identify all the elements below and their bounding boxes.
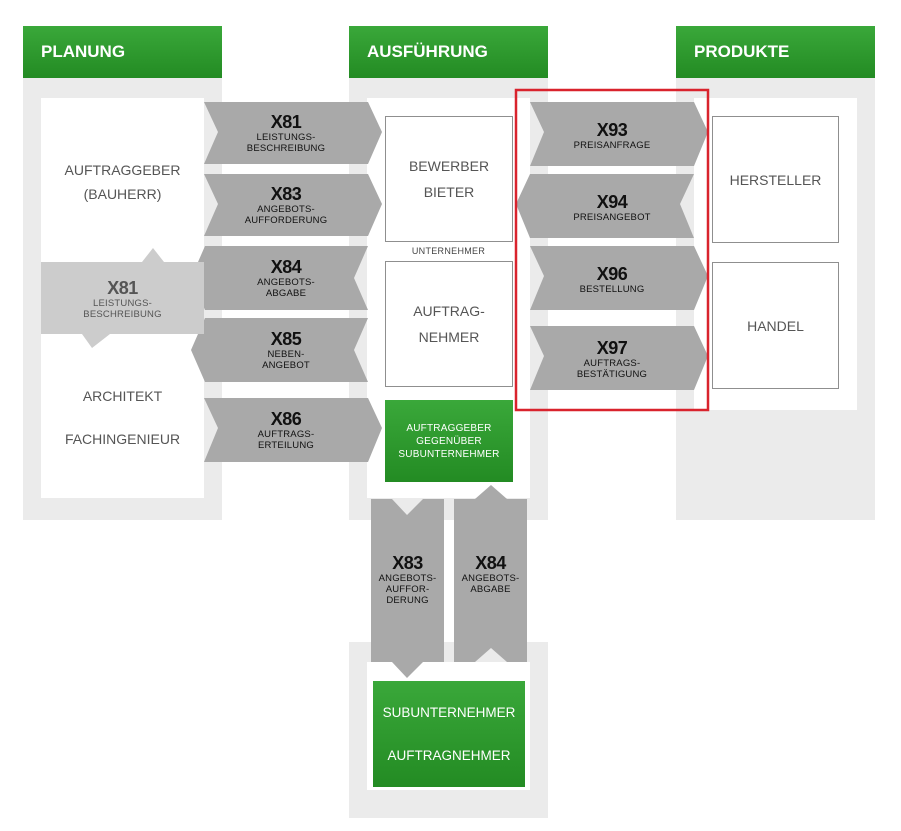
x83-code: X83 — [270, 183, 302, 204]
x84-line1: ANGEBOTS- — [257, 276, 315, 288]
x84v-line1: ANGEBOTS- — [461, 573, 520, 584]
x81-planung-line1: LEISTUNGS- — [92, 297, 152, 309]
x83v-line2: AUFFOR- — [385, 584, 430, 595]
x83v-line3: DERUNG — [386, 595, 429, 606]
highlight-frame — [514, 88, 710, 412]
x93-code: X93 — [596, 120, 628, 140]
x83-line2: AUFFORDERUNG — [244, 214, 328, 226]
x83-arrow-shape — [204, 174, 382, 236]
x93-arrow[interactable]: X93 PREISANFRAGE — [544, 116, 680, 156]
x85-line2: ANGEBOT — [262, 359, 310, 371]
produkte-header: PRODUKTE — [676, 26, 875, 78]
x96-code: X96 — [596, 264, 628, 284]
x96-arrow-shape — [530, 246, 708, 310]
hersteller-label: HERSTELLER — [729, 171, 822, 188]
x81-planung-shape — [41, 248, 204, 348]
x83-line1: ANGEBOTS- — [257, 203, 315, 215]
handel-label: HANDEL — [747, 317, 804, 334]
x81-planung-label: X81 LEISTUNGS- BESCHREIBUNG — [60, 274, 185, 324]
x97-code: X97 — [596, 337, 628, 358]
x85-line1: NEBEN- — [267, 348, 305, 360]
x84v-code: X84 — [475, 553, 506, 573]
x86-line2: ERTEILUNG — [258, 439, 314, 451]
x96-line1: BESTELLUNG — [579, 284, 645, 295]
x81-line1: LEISTUNGS- — [256, 131, 316, 143]
x86-code: X86 — [270, 408, 302, 429]
x84-line2: ABGABE — [265, 287, 307, 299]
x96-arrow[interactable]: X96 BESTELLUNG — [544, 260, 680, 300]
sub-line1: SUBUNTERNEHMER — [382, 705, 516, 720]
fachingenieur-label: FACHINGENIEUR — [64, 431, 181, 447]
hersteller-box[interactable]: HERSTELLER — [712, 116, 839, 243]
x86-line1: AUFTRAGS- — [257, 428, 315, 440]
architekt-label: ARCHITEKT — [82, 388, 163, 404]
auftragnehmer-line2: NEHMER — [418, 329, 480, 345]
x84v-line2: ABGABE — [470, 584, 511, 595]
x84-vertical-arrow-shape — [454, 485, 527, 662]
x94-line1: PREISANGEBOT — [573, 212, 651, 223]
x85-arrow[interactable]: X85 NEBEN- ANGEBOT — [218, 325, 354, 375]
auftraggeber-label: AUFTRAGGEBER (BAUHERR) — [41, 158, 204, 206]
x94-arrow[interactable]: X94 PREISANGEBOT — [544, 188, 680, 228]
x83v-code: X83 — [392, 553, 423, 573]
auftraggeber-line2: (BAUHERR) — [83, 186, 162, 202]
x94-arrow-shape — [516, 174, 694, 238]
x86-arrow[interactable]: X86 AUFTRAGS- ERTEILUNG — [218, 405, 354, 455]
produkte-header-label: PRODUKTE — [694, 42, 790, 61]
x93-arrow-shape — [530, 102, 708, 166]
x97-line1: AUFTRAGS- — [583, 357, 641, 369]
x83-arrow[interactable]: X83 ANGEBOTS- AUFFORDERUNG — [218, 180, 354, 230]
ausfuehrung-header: AUSFÜHRUNG — [349, 26, 548, 78]
planung-header: PLANUNG — [23, 26, 222, 78]
x83-vertical-arrow[interactable]: X83 ANGEBOTS- AUFFOR- DERUNG — [371, 553, 444, 607]
planung-header-label: PLANUNG — [41, 42, 126, 61]
x83-vertical-arrow-shape — [371, 499, 444, 678]
x84-arrow-shape — [191, 246, 368, 310]
x84-vertical-arrow[interactable]: X84 ANGEBOTS- ABGABE — [454, 553, 527, 596]
x86-arrow-shape — [204, 398, 382, 462]
x81-planung-line2: BESCHREIBUNG — [83, 308, 162, 320]
sub-line2: AUFTRAGNEHMER — [387, 748, 511, 763]
x81-arrow-shape — [204, 102, 382, 164]
ausfuehrung-header-label: AUSFÜHRUNG — [367, 42, 488, 61]
x84-code: X84 — [270, 256, 302, 277]
x84-arrow[interactable]: X84 ANGEBOTS- ABGABE — [218, 253, 354, 303]
x93-line1: PREISANFRAGE — [573, 140, 651, 151]
x81-planung-code: X81 — [107, 277, 138, 298]
ag-sub-line3: SUBUNTERNEHMER — [398, 448, 500, 460]
subunternehmer-box[interactable]: SUBUNTERNEHMER AUFTRAGNEHMER — [373, 681, 525, 787]
x94-code: X94 — [596, 192, 628, 212]
x97-line2: BESTÄTIGUNG — [576, 368, 648, 380]
unternehmer-label: UNTERNEHMER — [411, 246, 486, 256]
ag-sub-line1: AUFTRAGGEBER — [406, 422, 492, 434]
auftragnehmer-box[interactable]: AUFTRAG- NEHMER — [385, 261, 513, 387]
x85-code: X85 — [270, 328, 302, 349]
bieter-label: BIETER — [423, 184, 475, 200]
x81-code: X81 — [270, 111, 302, 132]
bewerber-bieter-box[interactable]: BEWERBER BIETER — [385, 116, 513, 242]
ag-sub-line2: GEGENÜBER — [416, 435, 482, 447]
auftragnehmer-line1: AUFTRAG- — [413, 303, 485, 319]
auftraggeber-line1: AUFTRAGGEBER — [64, 162, 181, 178]
bewerber-label: BEWERBER — [408, 158, 490, 174]
x97-arrow[interactable]: X97 AUFTRAGS- BESTÄTIGUNG — [544, 334, 680, 384]
handel-box[interactable]: HANDEL — [712, 262, 839, 389]
auftraggeber-subunternehmer-box[interactable]: AUFTRAGGEBER GEGENÜBER SUBUNTERNEHMER — [385, 400, 513, 482]
x83v-line1: ANGEBOTS- — [378, 573, 437, 584]
x97-arrow-shape — [530, 326, 708, 390]
x81-line2: BESCHREIBUNG — [246, 142, 326, 154]
x81-arrow[interactable]: X81 LEISTUNGS- BESCHREIBUNG — [218, 108, 354, 158]
x85-arrow-shape — [191, 318, 368, 382]
